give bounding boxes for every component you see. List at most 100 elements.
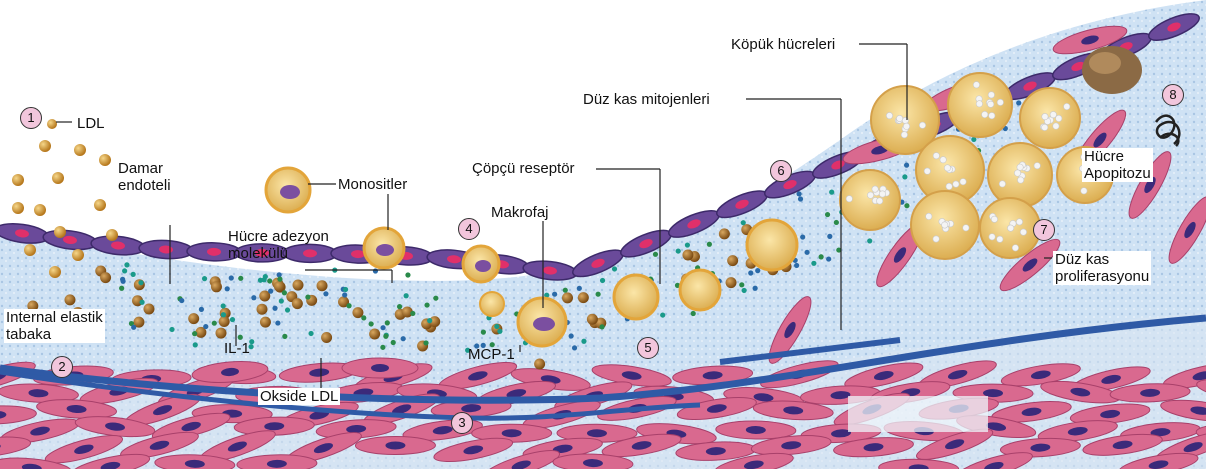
mcp1-dot [401, 336, 406, 341]
mcp1-dot [221, 303, 226, 308]
mcp1-dot [139, 300, 144, 305]
mcp1-dot [596, 292, 601, 297]
foam-cell [948, 73, 1012, 137]
mcp1-dot [904, 203, 909, 208]
mcp1-dot [612, 266, 617, 271]
mcp1-dot [577, 286, 582, 291]
mcp1-dot [405, 272, 410, 277]
ldl-particle [52, 172, 64, 184]
mcp1-dot [819, 254, 824, 259]
step-marker-6: 6 [770, 160, 792, 182]
mcp1-dot [373, 268, 378, 273]
oxidized-ldl-particle [562, 292, 573, 303]
oxidized-ldl-particle [100, 272, 111, 283]
step-marker-4: 4 [458, 218, 480, 240]
vascular-endothelium-label: Damar endoteli [118, 160, 171, 194]
mcp1-dot [798, 196, 803, 201]
mcp1-dot [179, 298, 184, 303]
scavenger-receptor-label: Çöpçü reseptör [472, 160, 575, 177]
smooth-muscle-mitogens-label: Düz kas mitojenleri [583, 91, 710, 108]
step-marker-5: 5 [637, 337, 659, 359]
mcp1-dot [707, 242, 712, 247]
oxidized-ldl-particle [682, 250, 693, 261]
mcp1-dot [427, 318, 432, 323]
mcp1-dot [212, 321, 217, 326]
mcp1-dot [1016, 100, 1021, 105]
mcp1-dot [572, 345, 577, 350]
mcp1-dot [834, 220, 839, 225]
oxidized-ldl-particle [719, 228, 730, 239]
ldl-particle [74, 144, 86, 156]
mcp1-dot [753, 286, 758, 291]
mcp1-dot [342, 292, 347, 297]
monocyte-cell [266, 168, 310, 212]
oxidized-ldl-particle [211, 281, 222, 292]
ldl-particle [72, 249, 84, 261]
mcp1-dot [131, 325, 136, 330]
mcp1-dot [497, 329, 502, 334]
foam-cells-label: Köpük hücreleri [731, 36, 835, 53]
smooth-muscle-proliferation-label: Düz kas proliferasyonu [1053, 251, 1151, 285]
mcp1-dot [272, 306, 277, 311]
oxidized-ldl-particle [274, 281, 285, 292]
adhering-monocyte-cell [364, 228, 404, 268]
mcp1-dot [796, 191, 801, 196]
mcp1-dot [343, 287, 348, 292]
mcp1-dot [285, 307, 290, 312]
ldl-particle [47, 119, 57, 129]
mcp1-dot [305, 294, 310, 299]
mcp1-dot [552, 292, 557, 297]
mcp1-dot [653, 252, 658, 257]
oxidized-ldl-particle [188, 313, 199, 324]
oxidized-ldl-particle [578, 292, 589, 303]
mcp1-dot [282, 334, 287, 339]
smooth-muscle-cell [342, 358, 418, 378]
mcp1-dot [221, 312, 226, 317]
mcp1-dot [739, 282, 744, 287]
mcp1-dot [481, 330, 486, 335]
ldl-particle [94, 199, 106, 211]
mcp1-dot [346, 303, 351, 308]
mcp1-dot [391, 340, 396, 345]
step-marker-3: 3 [451, 412, 473, 434]
mcp1-dot [748, 270, 753, 275]
mcp1-dot [202, 276, 207, 281]
mcp1-dot [268, 289, 273, 294]
mcp1-dot [829, 190, 834, 195]
oxidized-ldl-particle [143, 303, 154, 314]
foam-cell [911, 191, 979, 259]
oxidized-ldl-particle [64, 294, 75, 305]
mcp1-dot [827, 234, 832, 239]
oxidized-ldl-particle [534, 359, 545, 370]
smooth-muscle-cell [355, 436, 435, 454]
mcp1-dot [380, 345, 385, 350]
mcp1-dot [308, 331, 313, 336]
mcp1-dot [383, 334, 388, 339]
mcp1-dot [249, 339, 254, 344]
ldl-particle [24, 244, 36, 256]
mcp1-dot [569, 333, 574, 338]
mcp1-dot [229, 275, 234, 280]
mcp1-dot [369, 321, 374, 326]
mcp1-dot [410, 311, 415, 316]
foam-cell [988, 143, 1052, 207]
foam-cell [980, 198, 1040, 258]
cell-adhesion-molecule-label: Hücre adezyon molekülü [228, 228, 329, 262]
mcp1-dot [277, 272, 282, 277]
oxidized-ldl-particle [293, 280, 304, 291]
oxidized-ldl-particle [587, 314, 598, 325]
apoptotic-cell [1082, 46, 1142, 94]
mcp1-dot [494, 324, 499, 329]
mcp1-dot [251, 295, 256, 300]
oxidized-ldl-particle [216, 328, 227, 339]
ldl-particle [34, 204, 46, 216]
mcp1-dot [193, 342, 198, 347]
mcp1-dot [867, 238, 872, 243]
mcp1-dot [282, 290, 287, 295]
mcp1-dot [800, 234, 805, 239]
mcp1-dot [380, 325, 385, 330]
mcp1-dot [258, 278, 263, 283]
mcp1-dot [122, 268, 127, 273]
mcp1-dot [811, 261, 816, 266]
